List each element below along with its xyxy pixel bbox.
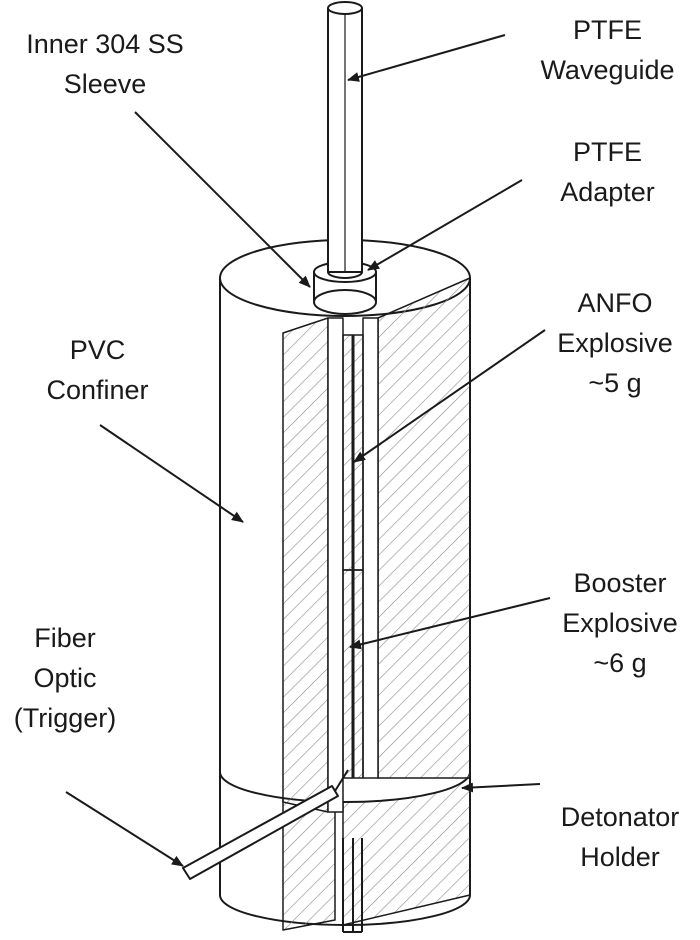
label-anfo-explosive: ANFO Explosive ~5 g: [557, 288, 673, 398]
arrow-pvc-confiner: [99, 424, 244, 523]
arrow-inner-sleeve: [134, 111, 311, 288]
label-inner-sleeve: Inner 304 SS Sleeve: [26, 29, 184, 99]
sleeve-column: [327, 317, 379, 813]
label-ptfe-waveguide: PTFE Waveguide: [540, 15, 675, 85]
label-detonator-holder: Detonator Holder: [560, 802, 680, 872]
arrow-anfo: [353, 329, 546, 463]
arrow-ptfe-waveguide: [347, 34, 506, 82]
label-pvc-confiner: PVC Confiner: [46, 335, 149, 405]
label-fiber-optic: Fiber Optic (Trigger): [13, 623, 117, 733]
arrow-detonator-holder: [461, 782, 541, 793]
detonator-leads: [342, 838, 363, 933]
ptfe-waveguide-rod: [327, 1, 363, 273]
label-booster-explosive: Booster Explosive ~6 g: [562, 568, 678, 678]
arrow-booster: [349, 597, 551, 650]
arrow-fiber-optic: [65, 791, 184, 867]
arrow-ptfe-adapter: [367, 179, 523, 271]
fiber-optic-line: [182, 769, 349, 880]
label-ptfe-adapter: PTFE Adapter: [560, 137, 655, 207]
leader-arrows: [65, 34, 551, 867]
